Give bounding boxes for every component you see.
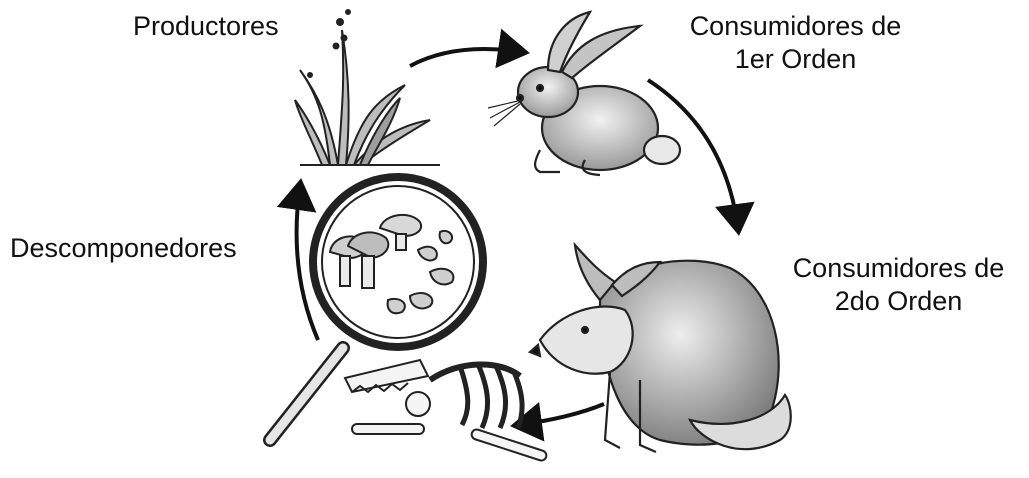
label-primary-consumers-line1: Consumidores de	[668, 10, 923, 43]
label-producers: Productores	[133, 10, 279, 43]
magnifying-glass	[270, 177, 483, 440]
label-primary-consumers-line2: 1er Orden	[668, 43, 923, 76]
arrow-producers-to-c1	[410, 49, 522, 66]
label-primary-consumers: Consumidores de 1er Orden	[668, 10, 923, 76]
label-secondary-consumers: Consumidores de 2do Orden	[771, 252, 1026, 318]
label-decomposers: Descomponedores	[10, 232, 237, 265]
fox	[530, 245, 791, 452]
arrow-c2-to-decomposers	[518, 404, 604, 425]
label-secondary-consumers-line1: Consumidores de	[771, 252, 1026, 285]
skeleton	[345, 360, 548, 462]
grass-plant	[295, 10, 440, 165]
label-decomposers-text: Descomponedores	[10, 232, 237, 265]
rabbit	[488, 12, 680, 175]
label-producers-text: Productores	[133, 10, 279, 43]
label-secondary-consumers-line2: 2do Orden	[771, 285, 1026, 318]
